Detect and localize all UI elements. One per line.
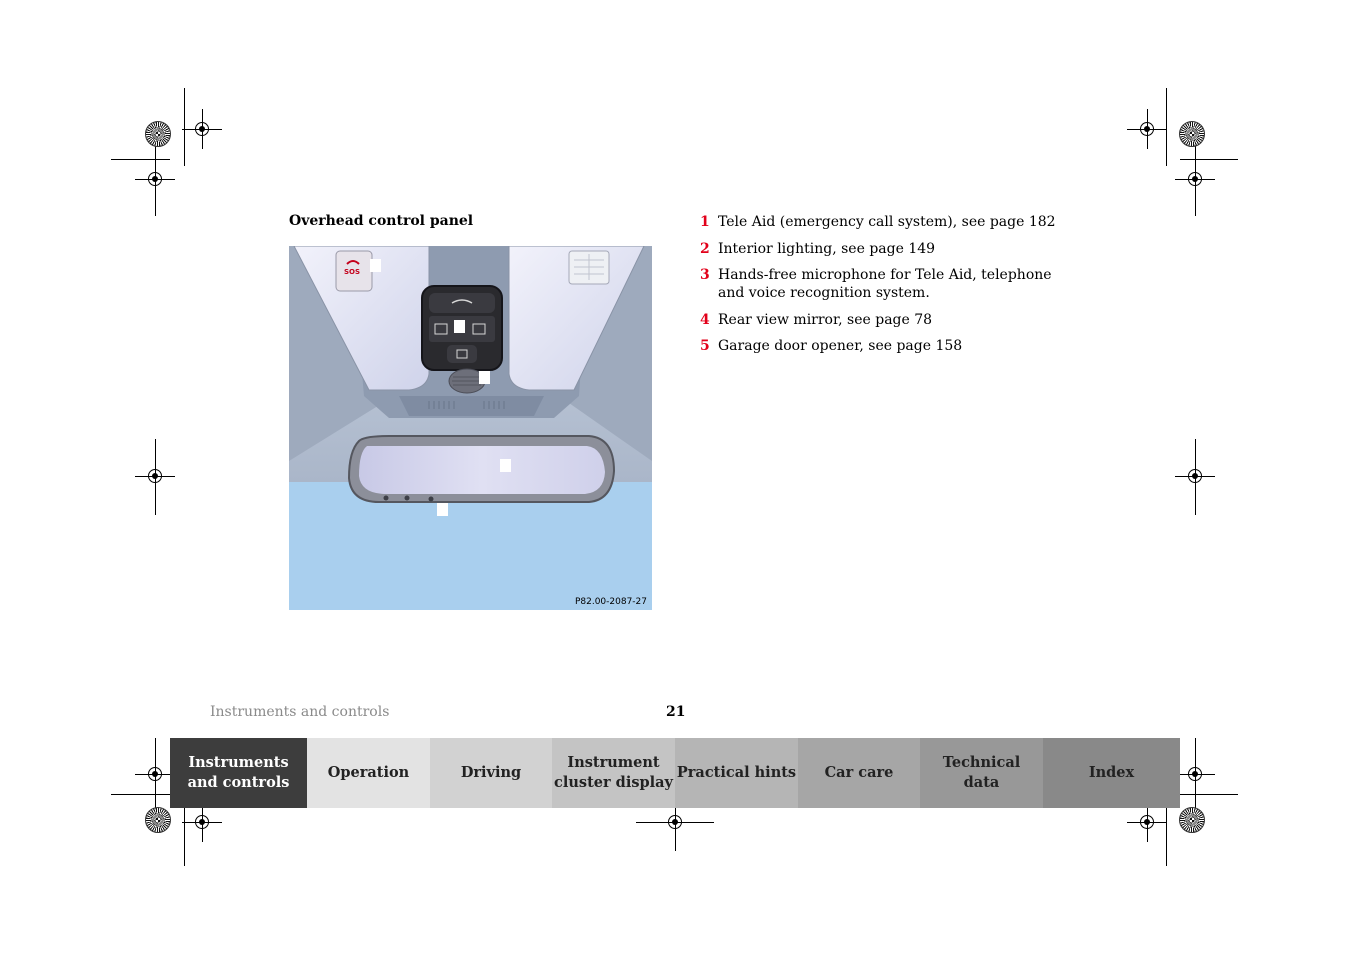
overhead-panel-illustration <box>289 246 652 610</box>
nav-tab-technical-data[interactable]: Technical data <box>920 738 1043 808</box>
legend-number: 3 <box>700 267 710 283</box>
nav-tab-driving[interactable]: Driving <box>430 738 552 808</box>
page-number: 21 <box>666 704 686 720</box>
nav-tab-label: Practical hints <box>676 764 797 781</box>
legend-number: 5 <box>700 338 710 354</box>
legend-list: 1 Tele Aid (emergency call system), see … <box>700 213 1080 364</box>
legend-text: Rear view mirror, see page 78 <box>718 311 933 328</box>
chapter-nav: Instruments and controls Operation Drivi… <box>170 738 1180 808</box>
overhead-control-panel-figure: SOS P82.00-2087-27 <box>289 246 652 610</box>
nav-tab-operation[interactable]: Operation <box>307 738 430 808</box>
callout-1 <box>370 259 381 272</box>
registration-wheel-icon <box>1179 807 1205 833</box>
registration-wheel-icon <box>145 121 171 147</box>
registration-wheel-icon <box>1179 121 1205 147</box>
legend-item: 5 Garage door opener, see page 158 <box>700 337 1080 355</box>
legend-item: 1 Tele Aid (emergency call system), see … <box>700 213 1080 231</box>
legend-item: 4 Rear view mirror, see page 78 <box>700 311 1080 329</box>
callout-4 <box>500 459 511 472</box>
legend-item: 2 Interior lighting, see page 149 <box>700 240 1080 258</box>
nav-tab-practical-hints[interactable]: Practical hints <box>675 738 798 808</box>
nav-tab-instrument-cluster-display[interactable]: Instrument cluster display <box>552 738 675 808</box>
nav-tab-label: Car care <box>824 764 894 781</box>
legend-item: 3 Hands-free microphone for Tele Aid, te… <box>700 266 1080 302</box>
nav-tab-index[interactable]: Index <box>1043 738 1180 808</box>
registration-wheel-icon <box>145 807 171 833</box>
nav-tab-label: Instrument cluster display <box>554 754 673 791</box>
callout-2 <box>454 320 465 333</box>
legend-number: 2 <box>700 240 710 257</box>
callout-3 <box>479 371 490 384</box>
sos-label: SOS <box>344 268 361 276</box>
legend-number: 1 <box>700 214 710 230</box>
callout-5 <box>437 503 448 516</box>
legend-text: Tele Aid (emergency call system), see pa… <box>718 214 1056 230</box>
legend-text: Interior lighting, see page 149 <box>718 240 936 257</box>
nav-tab-label: Technical data <box>942 754 1021 791</box>
nav-tab-car-care[interactable]: Car care <box>798 738 920 808</box>
running-head: Instruments and controls <box>210 704 390 720</box>
nav-tab-label: Index <box>1088 764 1135 781</box>
figure-code: P82.00-2087-27 <box>574 597 647 607</box>
section-title: Overhead control panel <box>289 213 474 229</box>
legend-number: 4 <box>700 311 710 328</box>
nav-tab-label: Instruments and controls <box>187 754 290 791</box>
nav-tab-label: Operation <box>327 764 410 781</box>
nav-tab-label: Driving <box>460 764 522 781</box>
legend-text: Hands-free microphone for Tele Aid, tele… <box>718 267 1052 301</box>
nav-tab-instruments-and-controls[interactable]: Instruments and controls <box>170 738 307 808</box>
legend-text: Garage door opener, see page 158 <box>718 338 963 354</box>
